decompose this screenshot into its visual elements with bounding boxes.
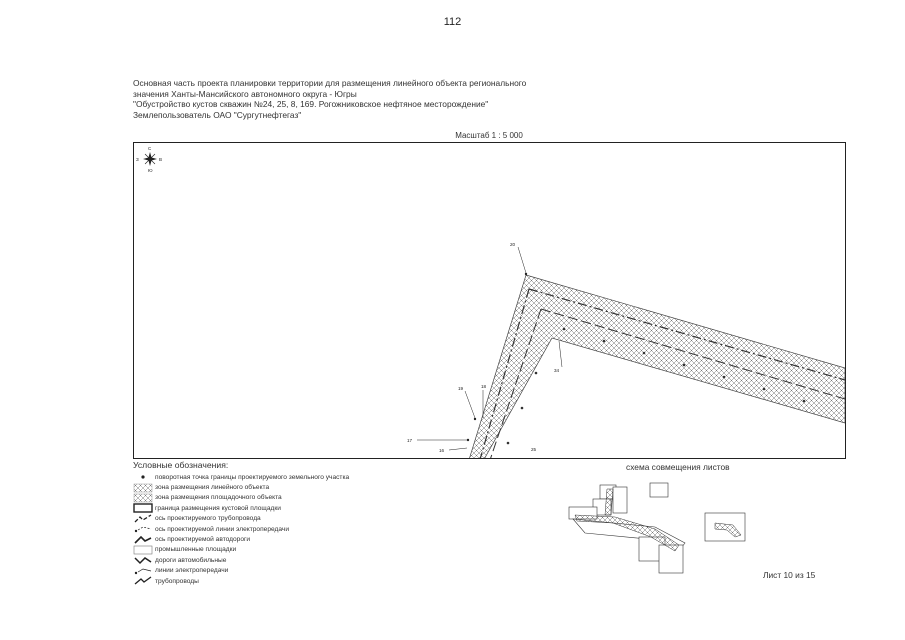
- legend-label: зона размещения площадочного объекта: [155, 494, 282, 502]
- pipeline-icon: [133, 576, 153, 586]
- map-frame: С В Ю З 20: [133, 142, 846, 459]
- legend-item: трубопроводы: [133, 576, 349, 586]
- legend-item: ось проектируемой линии электропередачи: [133, 524, 349, 534]
- pipeline-axis: [479, 288, 530, 458]
- pipeline-axis: [528, 288, 845, 381]
- page-number: 112: [443, 16, 462, 28]
- compass-north: С: [148, 146, 152, 151]
- legend-title: Условные обозначения:: [133, 460, 229, 470]
- legend-item: дороги автомобильные: [133, 555, 349, 565]
- legend-label: ось проектируемого трубопровода: [155, 515, 261, 523]
- sheet-number-label: Лист 10 из 15: [763, 570, 816, 580]
- compass-east: В: [159, 157, 162, 162]
- legend-item: зона размещения площадочного объекта: [133, 493, 349, 503]
- compass-west: З: [136, 157, 139, 162]
- legend-label: граница размещения кустовой площадки: [155, 504, 281, 512]
- legend: Условные обозначения: поворотная точка г…: [133, 460, 349, 586]
- point-label: 18: [481, 384, 487, 389]
- header-line: Основная часть проекта планировки террит…: [133, 78, 527, 88]
- header-line: "Обустройство кустов скважин №24, 25, 8,…: [133, 99, 489, 110]
- road-axis: [490, 308, 542, 458]
- legend-label: линии электропередачи: [155, 567, 229, 575]
- legend-item: зона размещения линейного объекта: [133, 482, 349, 492]
- powerline-icon: [133, 566, 153, 576]
- point-label: 25: [531, 447, 537, 452]
- document-header: Основная часть проекта планировки террит…: [133, 78, 526, 120]
- legend-label: трубопроводы: [155, 577, 199, 585]
- point-label: 16: [439, 448, 445, 453]
- area-zone-hatch-icon: [133, 493, 153, 503]
- point-label: 17: [407, 438, 413, 443]
- sheet-layout-scheme: [568, 482, 746, 574]
- legend-label: зона размещения линейного объекта: [155, 484, 270, 492]
- pad-boundary-icon: [133, 503, 153, 514]
- road-icon: [133, 555, 153, 565]
- powerline-axis-icon: [133, 524, 153, 534]
- legend-item: ось проектируемого трубопровода: [133, 514, 349, 524]
- point-label: 19: [458, 386, 464, 391]
- point-label: 34: [554, 368, 560, 373]
- point-label: 20: [510, 242, 516, 247]
- legend-label: ось проектируемой автодороги: [155, 536, 251, 544]
- linear-zone: [469, 274, 845, 458]
- legend-item: граница размещения кустовой площадки: [133, 503, 349, 514]
- legend-label: ось проектируемой линии электропередачи: [155, 525, 289, 533]
- scheme-title: схема совмещения листов: [626, 462, 730, 472]
- map-drawing: С В Ю З 20: [136, 146, 845, 458]
- compass-rose-icon: С В Ю З: [136, 146, 162, 173]
- legend-label: поворотная точка границы проектируемого …: [155, 473, 350, 481]
- header-line: Землепользователь ОАО "Сургутнефтегаз": [133, 109, 302, 120]
- industrial-site-icon: [133, 545, 153, 555]
- road-axis: [540, 308, 845, 400]
- legend-item: линии электропередачи: [133, 566, 349, 576]
- linear-zone-hatch-icon: [133, 483, 153, 493]
- legend-item: ось проектируемой автодороги: [133, 534, 349, 544]
- legend-item: промышленные площадки: [133, 545, 349, 555]
- turning-point-icon: [133, 472, 153, 482]
- scale-label: Масштаб 1 : 5 000: [455, 131, 523, 140]
- compass-south: Ю: [148, 168, 153, 173]
- pipeline-axis-icon: [133, 514, 153, 524]
- road-axis-icon: [133, 535, 153, 545]
- legend-label: промышленные площадки: [155, 546, 237, 554]
- legend-item: поворотная точка границы проектируемого …: [133, 472, 349, 482]
- header-line: значения Ханты-Мансийского автономного о…: [133, 88, 357, 99]
- legend-label: дороги автомобильные: [155, 556, 227, 564]
